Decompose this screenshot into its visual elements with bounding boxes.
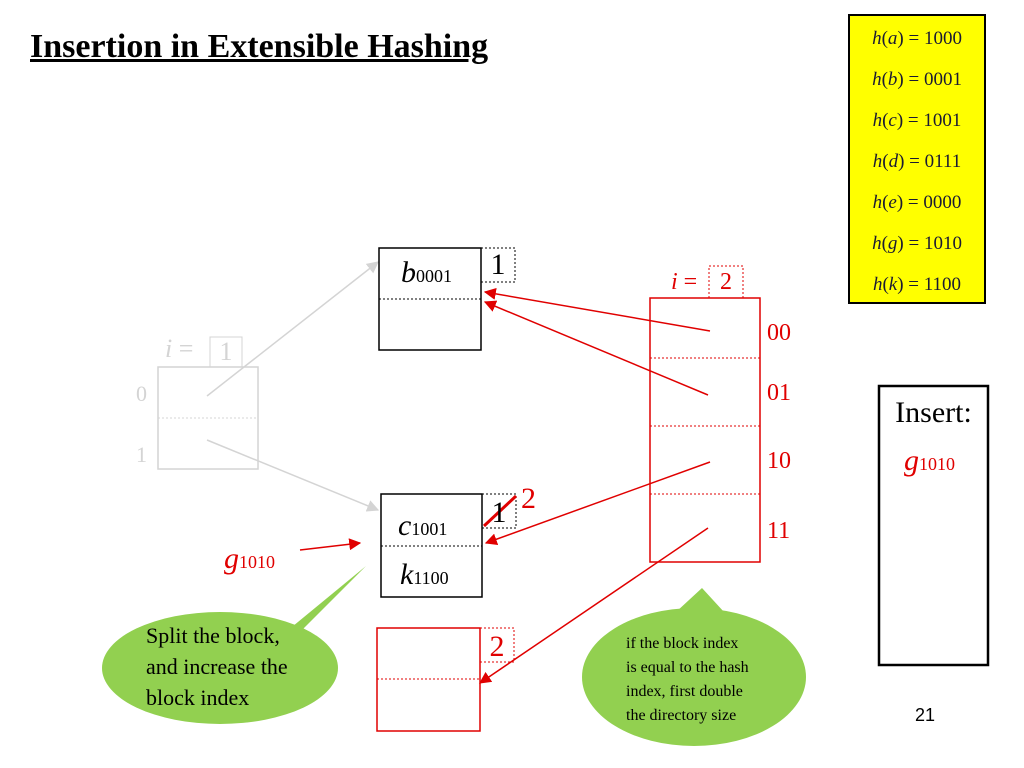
bubble-left bbox=[102, 612, 338, 724]
old-directory bbox=[157, 336, 259, 470]
old-pointer-0 bbox=[206, 261, 379, 397]
bucket-ck-key1: c1001 bbox=[398, 509, 448, 542]
hash-row-c: h(c) = 1001 bbox=[872, 110, 962, 131]
hash-value: 1000 bbox=[923, 28, 962, 49]
new-entry-11: 11 bbox=[767, 518, 791, 544]
strike-old-depth bbox=[482, 494, 518, 528]
hash-key: d bbox=[888, 151, 899, 172]
old-entry-0: 0 bbox=[136, 381, 147, 406]
hash-key: c bbox=[888, 110, 897, 131]
insert-label: Insert: bbox=[895, 396, 972, 429]
hash-key: e bbox=[888, 192, 897, 213]
bubble-right-text: if the block index is equal to the hash … bbox=[626, 635, 749, 724]
old-i-value: 1 bbox=[219, 337, 233, 366]
incoming-arrow bbox=[299, 538, 362, 551]
bucket-ck bbox=[380, 493, 517, 598]
hash-value: 1010 bbox=[923, 233, 962, 254]
bucket-b bbox=[378, 247, 516, 351]
slide-title: Insertion in Extensible Hashing bbox=[30, 28, 489, 65]
hash-value: 0111 bbox=[924, 151, 962, 172]
hash-key: g bbox=[887, 233, 898, 254]
hash-row-a: h(a) = 1000 bbox=[872, 28, 962, 49]
bubble-left-text: Split the block, and increase the block … bbox=[146, 623, 288, 710]
new-i-value: 2 bbox=[720, 269, 732, 295]
page-number: 21 bbox=[915, 705, 936, 725]
bucket-b-key: b0001 bbox=[401, 256, 452, 289]
old-entry-1: 1 bbox=[136, 442, 147, 467]
old-i-label: i = bbox=[165, 334, 194, 363]
hash-key: b bbox=[887, 69, 898, 90]
hash-row-g: h(g) = 1010 bbox=[872, 233, 962, 254]
bubble-right-tail bbox=[676, 588, 724, 612]
old-pointer-1 bbox=[206, 439, 380, 512]
new-entry-10: 10 bbox=[767, 448, 791, 474]
bubble-right bbox=[582, 608, 806, 746]
new-entry-00: 00 bbox=[767, 320, 791, 346]
pointer-01 bbox=[483, 300, 709, 396]
hash-value: 1100 bbox=[923, 274, 962, 295]
hash-values-box: h(a) = 1000 h(b) = 0001 h(c) = 1001 h(d) = … bbox=[848, 14, 986, 304]
hash-value: 0000 bbox=[923, 192, 962, 213]
hash-row-b: h(b) = 0001 bbox=[872, 69, 962, 90]
hash-key: a bbox=[887, 28, 898, 49]
bucket-ck-key2: k1100 bbox=[400, 558, 449, 591]
hash-row-d: h(d) = 0111 bbox=[872, 151, 962, 172]
hash-key: k bbox=[888, 274, 898, 295]
insert-box bbox=[877, 384, 990, 667]
pointer-10 bbox=[484, 461, 711, 545]
incoming-key: g1010 bbox=[224, 542, 275, 575]
pointer-11 bbox=[479, 527, 709, 684]
hash-value: 1001 bbox=[923, 110, 962, 131]
insert-key: g1010 bbox=[904, 444, 955, 477]
new-directory bbox=[649, 265, 761, 563]
new-i-label: i = bbox=[671, 269, 698, 295]
hash-value: 0001 bbox=[923, 69, 962, 90]
hash-row-k: h(k) = 1100 bbox=[872, 274, 962, 295]
bucket-new-depth: 2 bbox=[489, 630, 505, 663]
pointer-00 bbox=[483, 287, 711, 332]
bucket-ck-new-depth: 2 bbox=[521, 482, 536, 515]
hash-row-e: h(e) = 0000 bbox=[872, 192, 962, 213]
new-entry-01: 01 bbox=[767, 380, 791, 406]
bucket-ck-old-depth: 1 bbox=[491, 496, 507, 529]
bucket-b-depth: 1 bbox=[490, 248, 506, 281]
